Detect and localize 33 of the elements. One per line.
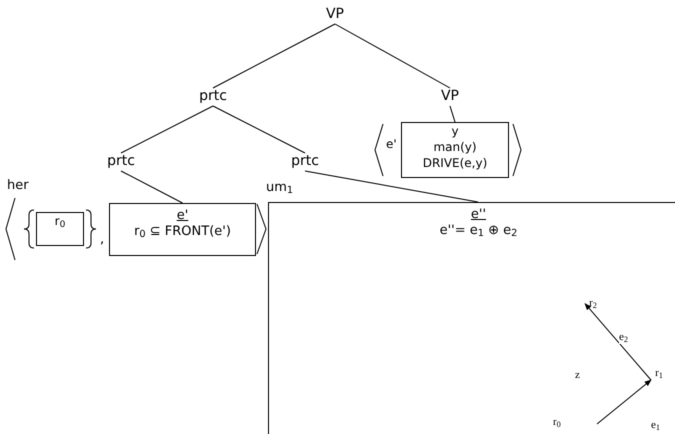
drs-condition: VP	[326, 6, 344, 22]
tree-branch	[212, 106, 306, 154]
arrow	[596, 380, 652, 424]
drs-condition: r$_{1}$	[655, 366, 663, 381]
drs-condition: prtc	[107, 153, 135, 169]
drs-heading: y	[451, 123, 459, 139]
drs-condition: r$_{0}$	[54, 213, 66, 229]
tree-branch	[304, 170, 478, 202]
variable-label: r$_{0}$	[553, 415, 561, 430]
drs-heading: e'	[176, 208, 188, 224]
drs-condition: DRIVE(e,y)	[422, 155, 488, 171]
drs-box	[36, 212, 84, 246]
node-caption: e'	[386, 136, 397, 152]
drs-box	[109, 203, 256, 256]
drs-condition: prtc	[291, 153, 319, 169]
drs-condition: VP	[440, 88, 460, 104]
drs-condition: r$_{2}$	[589, 296, 597, 311]
tree-branch	[120, 170, 183, 204]
tree-branch	[334, 24, 450, 88]
tree-branch	[212, 24, 336, 88]
drs-box	[401, 122, 509, 178]
drs-condition: man(y)	[433, 139, 477, 155]
drs-heading: e''	[470, 207, 486, 223]
drs-condition: prtc	[199, 88, 227, 104]
arrow	[584, 303, 652, 380]
comma: ,	[100, 232, 104, 248]
word-label: her	[7, 178, 29, 194]
drs-condition: r$_{0}$ ⊆ FRONT(e')	[134, 224, 231, 240]
tree-branch	[450, 106, 456, 122]
variable-label: z	[575, 368, 580, 383]
word-label: um$_{1}$	[266, 180, 294, 196]
drs-condition: e''= e$_{1}$ ⊕ e$_{2}$	[440, 223, 518, 239]
tree-branch	[120, 106, 214, 154]
